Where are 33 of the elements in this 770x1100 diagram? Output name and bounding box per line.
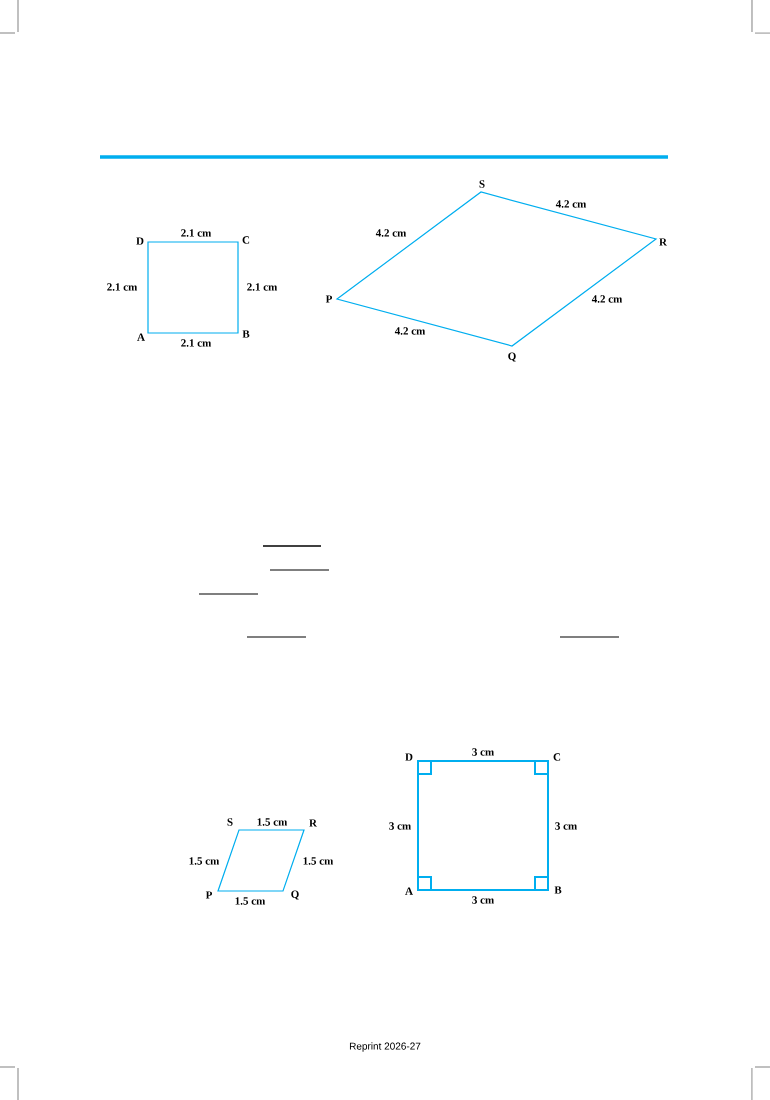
measure-label: 3 cm [472,748,494,756]
measure-label: 1.5 cm [235,897,266,905]
measure-label: B [554,886,562,894]
measure-label: 4.2 cm [394,327,426,335]
measure-label: S [227,818,233,826]
measure-label: B [242,330,250,338]
measure-label: C [242,236,250,244]
measure-label: A [137,333,145,341]
measure-label: S [479,180,485,188]
measure-label: 4.2 cm [375,229,407,237]
measure-label: 2.1 cm [181,339,212,347]
measure-label: R [659,238,668,246]
measure-label: 4.2 cm [555,200,587,208]
measure-label: Q [291,890,299,900]
measure-label: A [405,887,413,895]
measure-label: 2.1 cm [247,283,278,291]
measure-label: R [309,819,318,827]
measure-label: 2.1 cm [107,283,138,291]
measure-label: C [553,753,561,761]
measure-label: P [205,891,213,899]
measure-label: Q [508,352,516,362]
page-footer: Reprint 2026-27 [349,1042,421,1052]
measure-label: D [405,753,413,761]
measure-label: 2.1 cm [181,229,212,237]
measure-label: D [136,237,144,245]
measure-label: 3 cm [555,822,577,830]
measure-label: 1.5 cm [257,818,288,826]
measure-label: P [325,295,333,303]
measure-label: 4.2 cm [591,295,623,303]
measure-label: 1.5 cm [303,857,334,865]
measure-label: 3 cm [472,896,494,904]
measure-label: 1.5 cm [189,857,220,865]
measure-label: 3 cm [389,822,411,830]
